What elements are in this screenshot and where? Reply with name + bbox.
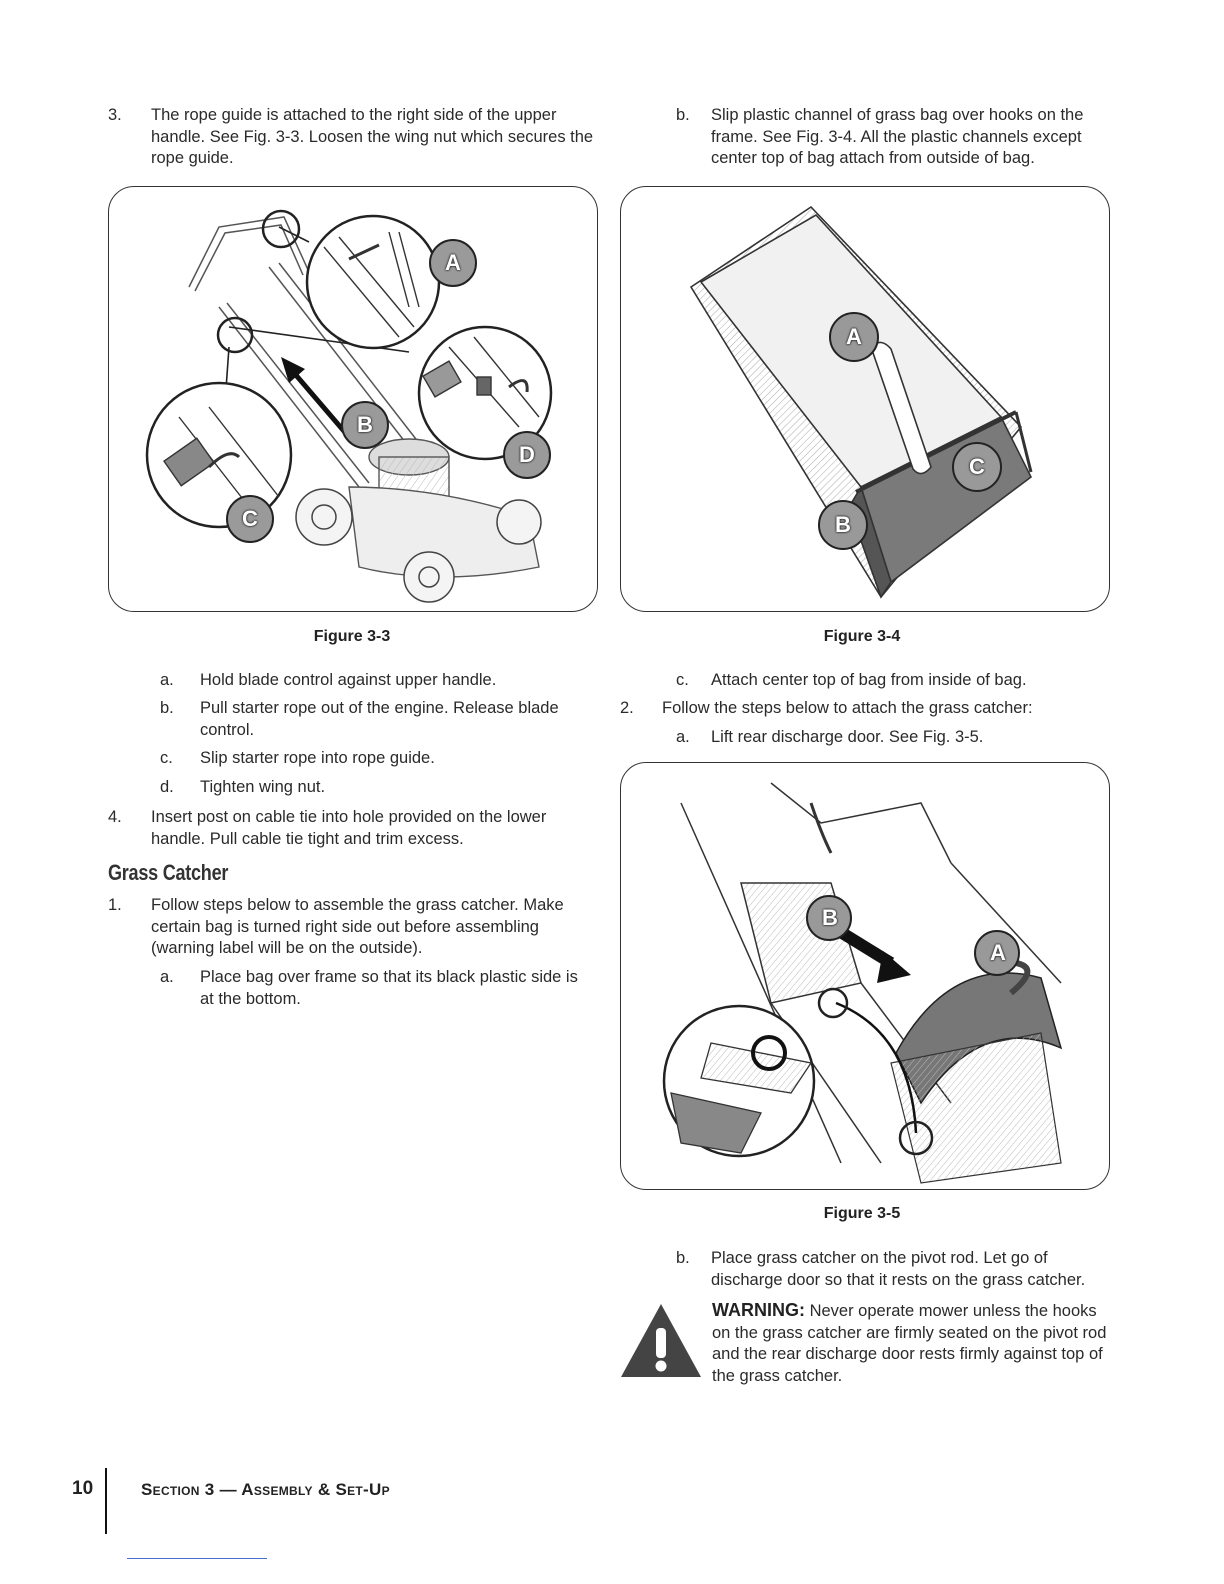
step-text: Insert post on cable tie into hole provi… <box>151 808 547 848</box>
step-text: Attach center top of bag from inside of … <box>711 671 1027 689</box>
callout-d: D <box>503 431 551 479</box>
substep-c-text: Slip starter rope into rope guide. <box>200 749 435 767</box>
step-number: c. <box>676 671 689 689</box>
step-number: 4. <box>108 808 122 826</box>
step-number: b. <box>676 1249 690 1267</box>
callout-c: C <box>969 454 985 479</box>
callout-b: B <box>822 905 838 930</box>
substep-d-text: Tighten wing nut. <box>200 778 326 796</box>
callout-c: C <box>226 495 274 543</box>
warning-label: WARNING: <box>712 1300 805 1320</box>
step-text: Follow steps below to assemble the grass… <box>151 896 564 957</box>
substep-c-number: c. <box>160 749 173 767</box>
substep-b-number: b. <box>160 699 174 717</box>
callout-a: A <box>429 239 477 287</box>
step-1a-number: a. <box>160 968 174 986</box>
callout-b: B <box>835 512 851 537</box>
footer-rule <box>127 1558 267 1559</box>
figure-3-3-illustration: A B C D <box>108 186 598 612</box>
step-2a-text: Lift rear discharge door. See Fig. 3-5. <box>711 728 984 746</box>
figure-3-5-caption: Figure 3-5 <box>823 1205 901 1222</box>
step-number: b. <box>676 106 690 124</box>
step-text: Slip plastic channel of grass bag over h… <box>711 106 1084 167</box>
callout-a: A <box>846 324 862 349</box>
step-2a-number: a. <box>676 728 690 746</box>
step-1a-text: Place bag over frame so that its black p… <box>200 968 578 1008</box>
figure-3-4-caption: Figure 3-4 <box>823 628 901 645</box>
figure-3-4-illustration: A B C <box>620 186 1110 612</box>
substep-b-text: Pull starter rope out of the engine. Rel… <box>200 699 559 739</box>
substep-a-text: Hold blade control against upper handle. <box>200 671 497 689</box>
step-text: Place grass catcher on the pivot rod. Le… <box>711 1249 1086 1289</box>
figure-3-3-caption: Figure 3-3 <box>313 628 391 645</box>
substep-a-number: a. <box>160 671 174 689</box>
callout-a: A <box>990 940 1006 965</box>
page-number: 10 <box>72 1478 94 1499</box>
warning-text: WARNING: Never operate mower unless the … <box>712 1300 1107 1387</box>
callout-b: B <box>341 401 389 449</box>
footer-divider <box>105 1468 107 1534</box>
section-heading: Grass Catcher <box>108 860 229 885</box>
step-text: The rope guide is attached to the right … <box>151 106 594 167</box>
step-number: 1. <box>108 896 122 914</box>
step-number: 3. <box>108 106 122 124</box>
figure-3-5-illustration: B A <box>620 762 1110 1190</box>
substep-d-number: d. <box>160 778 174 796</box>
warning-body: Never operate mower unless the hooks on … <box>712 1302 1107 1385</box>
step-number: 2. <box>620 699 634 717</box>
step-text: Follow the steps below to attach the gra… <box>662 699 1033 717</box>
warning-triangle-icon <box>621 1304 701 1377</box>
section-title: Section 3 — Assembly & Set-Up <box>141 1480 390 1499</box>
